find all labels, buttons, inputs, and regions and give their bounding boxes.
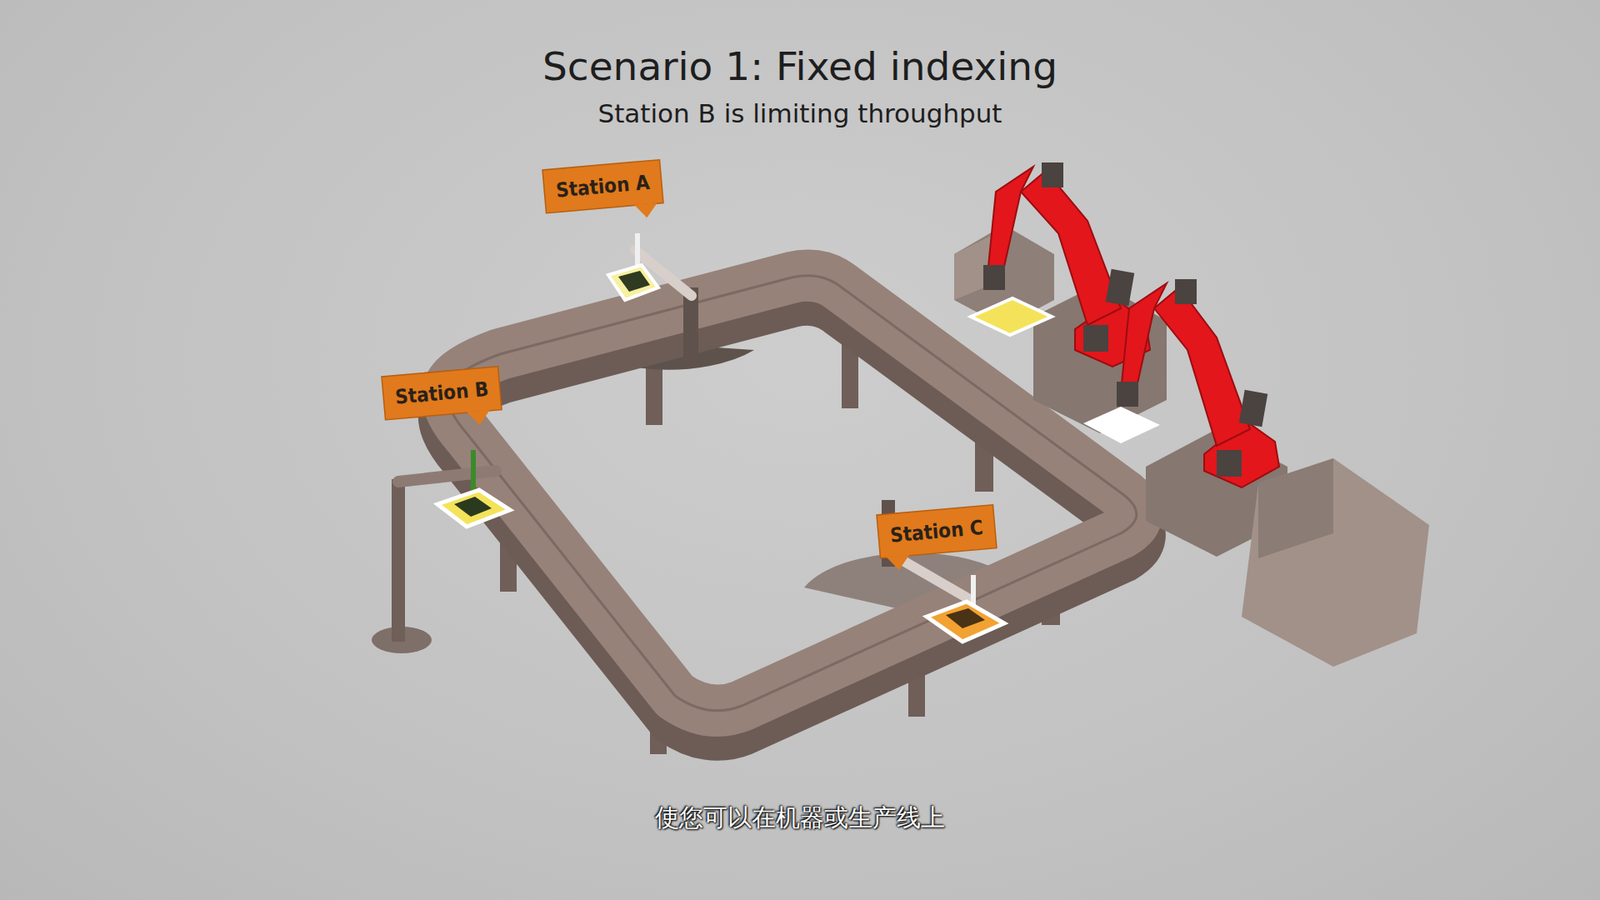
station-arm	[398, 470, 496, 482]
title: Scenario 1: Fixed indexing	[0, 43, 1600, 90]
robot-arm	[987, 166, 1280, 488]
part	[608, 265, 659, 300]
tool	[470, 450, 476, 492]
part	[437, 490, 510, 527]
part	[970, 298, 1052, 335]
bin	[1241, 458, 1430, 667]
track-rail	[447, 275, 1137, 711]
station-label: Station A	[555, 170, 651, 203]
station-post	[391, 479, 405, 642]
station-label: Station B	[394, 377, 490, 410]
subtitle: Station B is limiting throughput	[0, 98, 1600, 129]
part	[1083, 406, 1160, 444]
part	[618, 270, 650, 292]
robot-motor	[983, 162, 1268, 477]
track-top	[447, 275, 1137, 711]
tag-pointer	[885, 555, 910, 571]
part	[926, 601, 1005, 642]
station-label: Station C	[889, 515, 985, 548]
tag-pointer	[634, 202, 659, 219]
station-tag: Station A	[542, 160, 664, 214]
tag-pointer	[466, 410, 491, 426]
station-tag: Station C	[876, 505, 997, 559]
subtitle-caption: 使您可以在机器或生产线上	[0, 801, 1600, 835]
part	[454, 496, 492, 517]
tag-body	[876, 505, 997, 559]
station-tag: Station B	[381, 366, 502, 420]
bin	[1258, 458, 1334, 559]
tool	[635, 233, 640, 265]
part	[945, 608, 985, 629]
